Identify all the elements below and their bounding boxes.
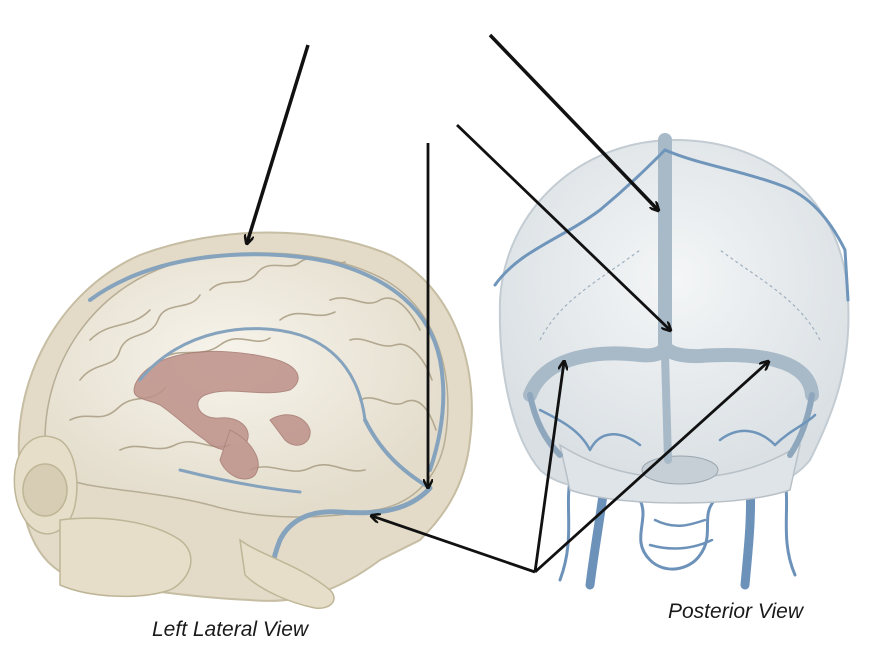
arrow-posterior-sagittal-icon bbox=[488, 33, 658, 210]
lateral-ventricles bbox=[133, 350, 311, 480]
lateral-gyri bbox=[69, 257, 437, 472]
arrow-transverse-right-post-icon bbox=[534, 362, 768, 574]
posterior-skull-outline bbox=[498, 138, 850, 489]
arrow-transverse-lateral-icon bbox=[372, 516, 536, 574]
lateral-skull-illustration bbox=[13, 231, 473, 609]
arrow-transverse-left-post-icon bbox=[533, 362, 564, 573]
left-lateral-view-caption: Left Lateral View bbox=[152, 618, 309, 641]
posterior-sutures bbox=[539, 249, 821, 341]
arrow-superior-sagittal-icon bbox=[247, 44, 310, 243]
arrow-confluence-icon bbox=[456, 123, 670, 330]
posterior-skull-illustration bbox=[493, 133, 850, 590]
foramen-magnum bbox=[641, 455, 719, 485]
posterior-view-caption: Posterior View bbox=[668, 600, 804, 623]
pointer-arrows bbox=[247, 33, 768, 574]
lateral-facial-bones bbox=[13, 435, 335, 609]
